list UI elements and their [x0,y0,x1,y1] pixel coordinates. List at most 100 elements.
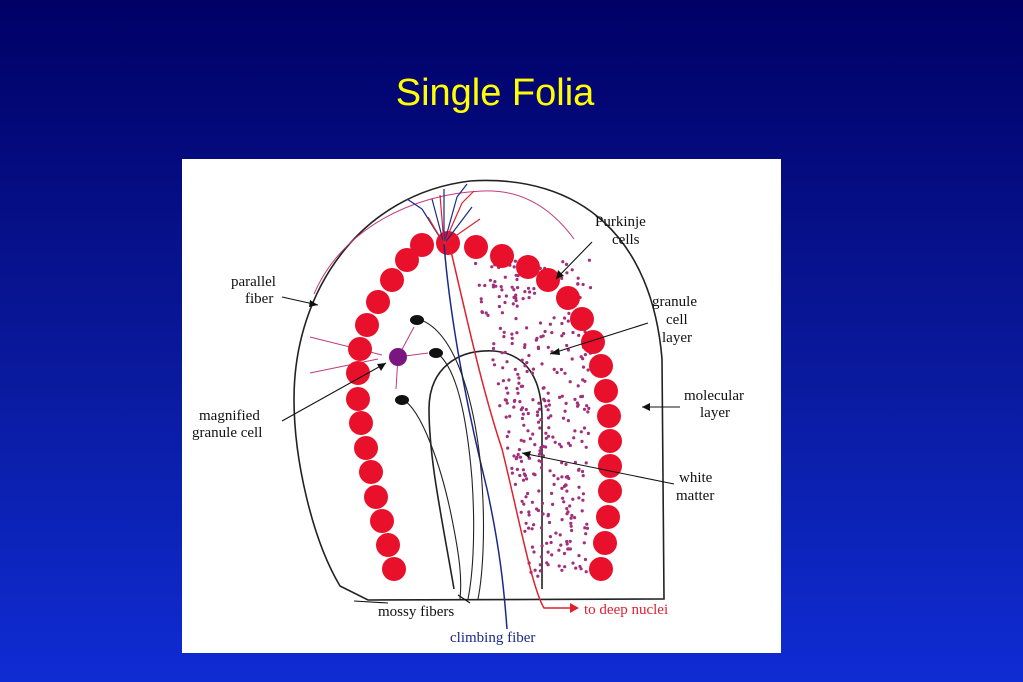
granule-dot [582,407,587,411]
granule-dot [497,304,501,309]
granule-dot [557,564,561,568]
granule-dot [587,406,591,410]
label-arrows [281,241,680,604]
granule-dot [512,295,516,299]
granule-dot [531,398,535,402]
granule-dot [566,319,570,323]
granule-dot [491,346,496,351]
granule-dot [564,462,568,466]
granule-dot [568,504,572,508]
granule-dot [526,491,530,496]
granule-dot [524,521,528,525]
purkinje-cell [346,361,370,385]
granule-dot [503,275,507,279]
granule-dot [536,420,541,424]
granule-dot [581,378,585,382]
granule-dot [519,459,524,463]
granule-dot [502,330,506,334]
granule-dot [566,419,570,423]
granule-dot [568,539,572,543]
granule-dot [506,446,510,450]
granule-dot [500,351,504,355]
granule-dot [576,282,580,286]
granule-dot [544,445,548,449]
granule-dot [580,509,584,513]
granule-dot [525,326,529,330]
granule-dot [565,489,569,493]
purkinje-cell [490,244,514,268]
label-mossy-fibers: mossy fibers [378,604,454,620]
granule-dot [561,496,565,500]
granule-dot [517,376,521,380]
granule-dot [522,439,526,443]
label-purkinje-line2: cells [612,232,640,248]
granule-dot [581,498,585,502]
granule-dot [520,416,525,421]
granule-dot [528,290,532,294]
granule-dot [537,401,541,405]
granule-dot [505,434,509,439]
granule-dot [513,398,517,403]
label-magnified-line2: granule cell [192,425,262,441]
granule-dot [532,550,536,554]
granule-dot [531,367,535,371]
granule-dot [498,326,502,330]
granule-dot [544,404,548,408]
granule-dot [527,513,531,517]
granule-dot [479,300,483,304]
granule-dot [546,550,550,554]
granule-dot [573,429,577,433]
granule-dot [560,394,564,398]
granule-dot [505,360,509,364]
granule-dot [568,443,572,448]
granule-dot [510,332,514,336]
granule-dot [580,439,584,443]
granule-dot [565,512,569,516]
granule-dot [492,363,497,367]
granule-dot [568,547,572,551]
granule-dot [508,414,512,418]
granule-dot [510,341,514,346]
deep-nuclei-arrowhead [570,603,579,613]
granule-dot [515,387,519,391]
granule-dot [587,258,591,262]
granule-dot [561,260,565,264]
granule-dot [510,285,514,289]
granule-dot [562,551,567,556]
granule-dot [558,533,562,537]
purkinje-cell [536,268,560,292]
granule-dot [523,364,527,368]
granule-dot [479,297,483,301]
label-molecular-line1: molecular [684,388,744,404]
granule-dot [538,321,543,325]
granule-dot [539,466,544,470]
granule-dot [516,286,520,290]
granule-dot [523,529,527,533]
granule-dot [518,455,523,459]
granule-dot [500,288,504,292]
granule-dot [530,500,534,504]
granule-dot [582,426,587,430]
granule-dot [550,553,554,557]
granule-dot [546,345,550,349]
purkinje-cell [382,557,406,581]
granule-dot [524,495,528,499]
granule-dot [547,520,552,525]
granule-dot [547,426,551,430]
granule-dot [559,367,563,372]
purkinje-cell [395,248,419,272]
granule-dot [517,448,521,452]
granule-dot [490,265,494,269]
parallel-fiber-line [313,190,575,295]
granule-dot [560,486,564,490]
granule-dot [581,492,585,496]
granule-dot [526,286,531,290]
granule-dot [516,452,520,457]
granule-dot [560,461,564,465]
label-magnified-line1: magnified [199,408,260,424]
granule-dot [522,502,526,506]
granule-dot [503,350,507,354]
granule-dot [499,285,503,289]
granule-dot [533,443,537,447]
magnified-granule-cell [389,326,429,390]
